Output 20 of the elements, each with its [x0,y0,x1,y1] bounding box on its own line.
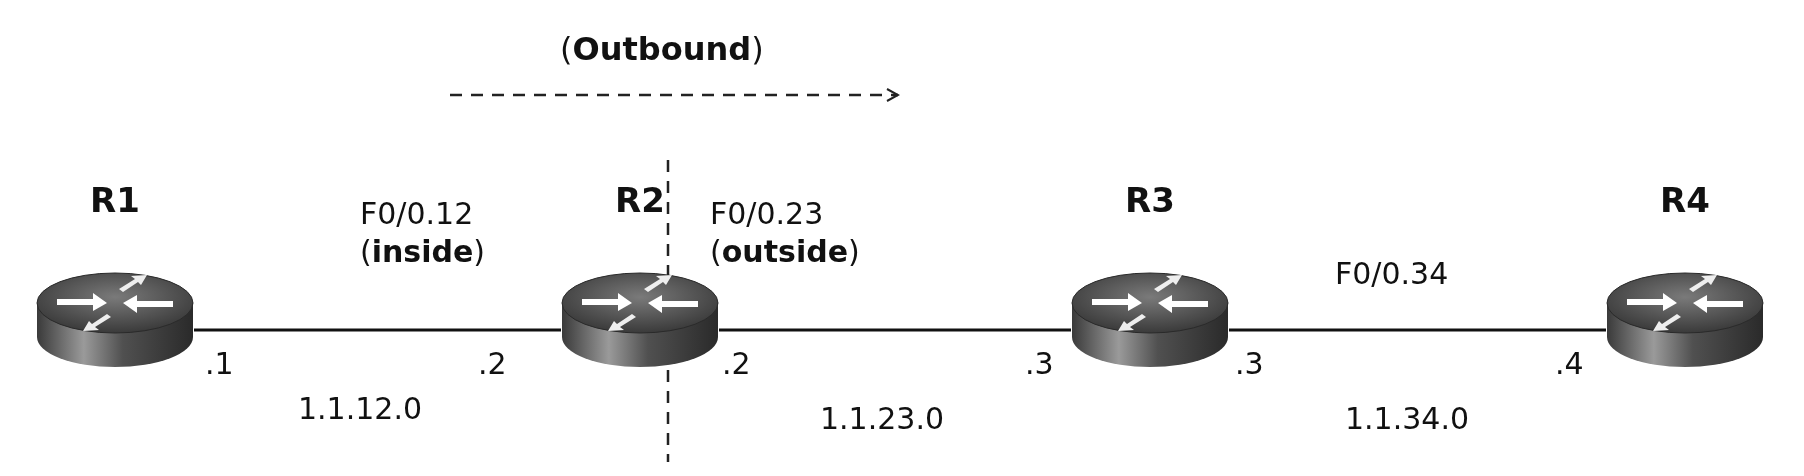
router-name: R3 [1125,180,1175,220]
router-name: R4 [1660,180,1710,220]
address-label: .2 [722,345,751,383]
subnet-label: 1.1.34.0 [1345,400,1470,438]
interface-label: F0/0.23 (outside) [710,195,861,271]
router-name: R1 [90,180,140,220]
address-label: .4 [1555,345,1584,383]
subnet-label: 1.1.12.0 [298,390,423,428]
address-label: .1 [205,345,234,383]
address-label: .3 [1235,345,1264,383]
network-link [719,328,1071,332]
address-label: .2 [478,345,507,383]
interface-label: F0/0.12 (inside) [360,195,487,271]
direction-label: (Outbound) [560,30,764,68]
interface-label: F0/0.34 [1335,255,1449,293]
subnet-label: 1.1.23.0 [820,400,945,438]
network-link [1229,328,1606,332]
address-label: .3 [1025,345,1054,383]
network-link [194,328,561,332]
router-name: R2 [615,180,665,220]
